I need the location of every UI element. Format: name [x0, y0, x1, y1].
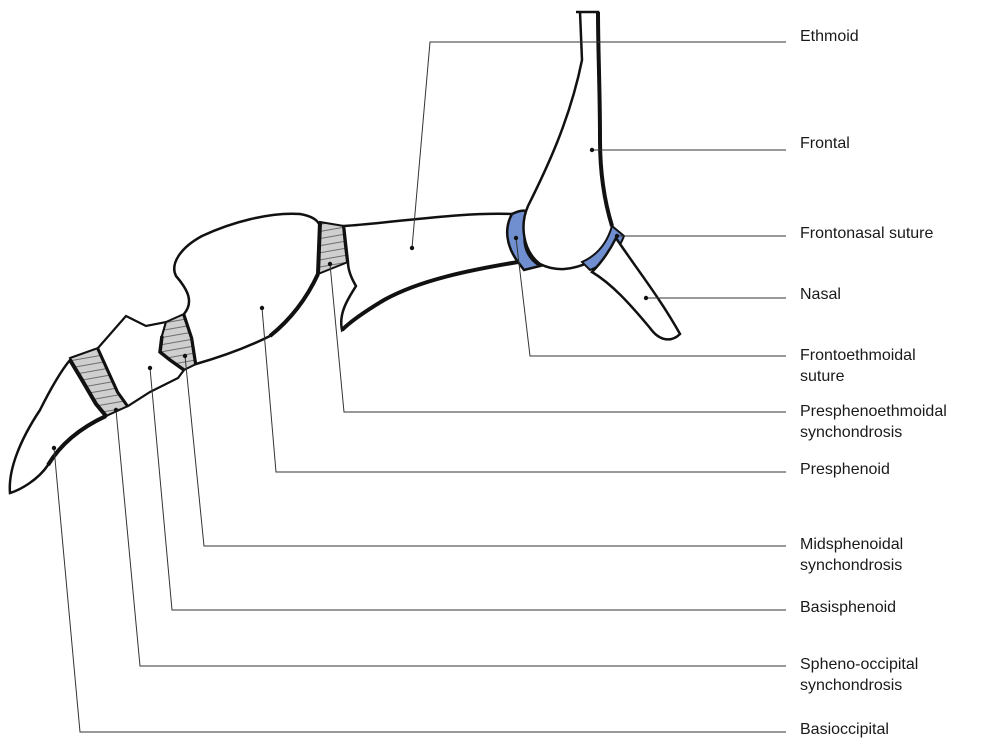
label-spheno-occipital-synchondrosis: Spheno-occipital synchondrosis	[800, 654, 918, 696]
label-frontal: Frontal	[800, 133, 850, 154]
label-frontonasal-suture: Frontonasal suture	[800, 223, 933, 244]
label-basioccipital: Basioccipital	[800, 719, 889, 740]
label-presphenoid: Presphenoid	[800, 459, 890, 480]
label-frontoethmoidal-suture: Frontoethmoidal suture	[800, 345, 916, 387]
label-ethmoid: Ethmoid	[800, 26, 859, 47]
label-presphenoethmoidal-synchondrosis: Presphenoethmoidal synchondrosis	[800, 401, 947, 443]
label-basisphenoid: Basisphenoid	[800, 597, 896, 618]
label-nasal: Nasal	[800, 284, 841, 305]
label-midsphenoidal-synchondrosis: Midsphenoidal synchondrosis	[800, 534, 903, 576]
